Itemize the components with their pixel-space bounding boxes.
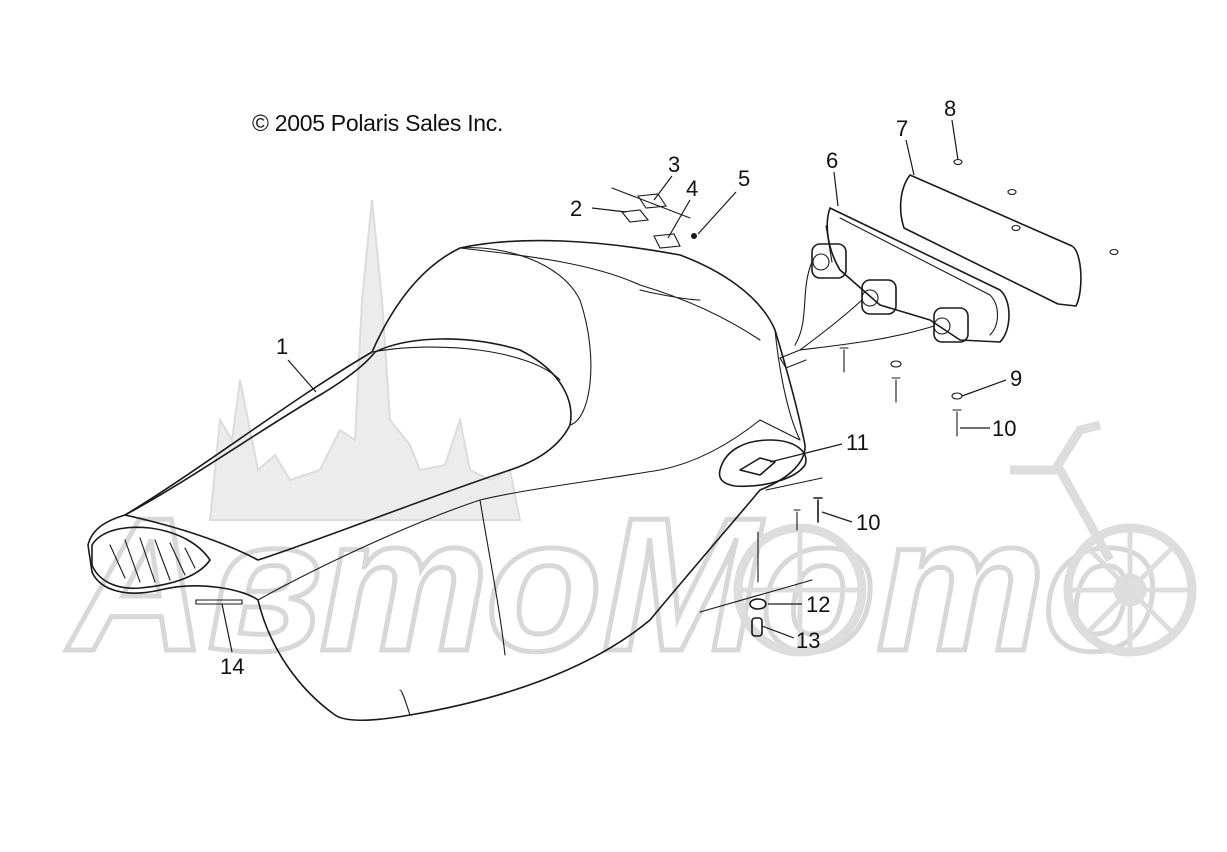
leader-3 xyxy=(653,175,673,201)
lamp-socket-1-ring xyxy=(812,253,830,271)
watermark-motorcycle xyxy=(733,420,1197,657)
callout-4: 4 xyxy=(686,176,698,201)
screw-8-a xyxy=(953,158,963,166)
washer-9-b xyxy=(951,392,963,400)
screw-8-b xyxy=(1007,188,1017,196)
seat-cushion-seam xyxy=(371,247,592,426)
callout-2: 2 xyxy=(570,196,582,221)
callout-8: 8 xyxy=(944,96,956,121)
lens-outline xyxy=(899,174,1082,307)
mount-axis-line xyxy=(699,477,823,613)
seat-front-pocket-hatch xyxy=(109,537,196,583)
callout-14: 14 xyxy=(220,654,244,679)
callout-9: 9 xyxy=(1010,366,1022,391)
leader-1 xyxy=(287,359,317,393)
callout-10b: 10 xyxy=(856,510,880,535)
callout-3: 3 xyxy=(668,152,680,177)
callout-1: 1 xyxy=(276,334,288,359)
seat-assembly xyxy=(87,239,806,721)
callout-13: 13 xyxy=(796,628,820,653)
callout-7: 7 xyxy=(896,116,908,141)
bolt-10-b xyxy=(891,377,901,403)
seat-side-panel xyxy=(257,419,761,716)
leader-2 xyxy=(591,207,627,213)
callout-labels: 1 2 3 4 5 6 7 8 9 10 10 11 12 13 14 xyxy=(220,96,1022,679)
leader-lines xyxy=(221,119,1007,653)
leader-11 xyxy=(769,443,843,463)
emblem-axis-line xyxy=(611,187,691,219)
lamp-socket-3-ring xyxy=(933,317,951,335)
watermark: АвтоМото xyxy=(64,199,1197,694)
wire-harness xyxy=(779,261,935,369)
screw-8-c xyxy=(1011,224,1021,232)
callout-5: 5 xyxy=(738,166,750,191)
callout-12: 12 xyxy=(806,592,830,617)
callout-10a: 10 xyxy=(992,416,1016,441)
copyright-notice: © 2005 Polaris Sales Inc. xyxy=(252,110,504,136)
housing-flange xyxy=(826,207,1010,343)
bolt-10-c xyxy=(952,409,962,437)
nut-12 xyxy=(749,598,767,610)
leader-8 xyxy=(951,119,959,161)
seat-backrest-line xyxy=(459,247,761,341)
lamp-socket-2-ring xyxy=(861,289,879,307)
leader-4 xyxy=(667,199,691,239)
emblem-plate-2 xyxy=(620,209,650,223)
taillight-housing xyxy=(779,207,1010,369)
bolt-10-d xyxy=(793,509,801,531)
emblem-group xyxy=(611,187,697,249)
leader-6 xyxy=(833,171,839,207)
seat-front-pocket xyxy=(91,526,211,590)
bolt-10-a xyxy=(839,347,849,373)
callout-11: 11 xyxy=(846,430,869,455)
lamp-socket-3 xyxy=(933,307,969,343)
leader-10b xyxy=(821,511,853,523)
seat-tail-line xyxy=(759,329,801,441)
lamp-socket-1 xyxy=(811,243,847,279)
washer-9-a xyxy=(890,360,902,368)
latch-handle xyxy=(739,457,776,476)
strap-14 xyxy=(195,599,243,605)
latch-outline xyxy=(718,439,807,488)
watermark-text: АвтоМото xyxy=(66,479,1159,691)
callout-6: 6 xyxy=(826,148,838,173)
taillight-lens xyxy=(899,174,1082,307)
leader-13 xyxy=(761,625,795,639)
hardware xyxy=(195,158,1119,637)
seat-cushion-top xyxy=(124,338,572,561)
watermark-skyline xyxy=(208,199,522,521)
leader-5 xyxy=(697,191,737,235)
leader-9 xyxy=(961,379,1007,397)
bolt-13 xyxy=(751,617,763,637)
emblem-plate-3 xyxy=(637,193,667,209)
seat-latch xyxy=(718,439,807,488)
bolt-10-e xyxy=(813,497,823,523)
leader-7 xyxy=(905,139,915,176)
rivet-5-head xyxy=(691,233,697,239)
emblem-plate-4 xyxy=(653,233,681,249)
screw-8-d xyxy=(1109,248,1119,256)
leader-14 xyxy=(221,603,233,653)
